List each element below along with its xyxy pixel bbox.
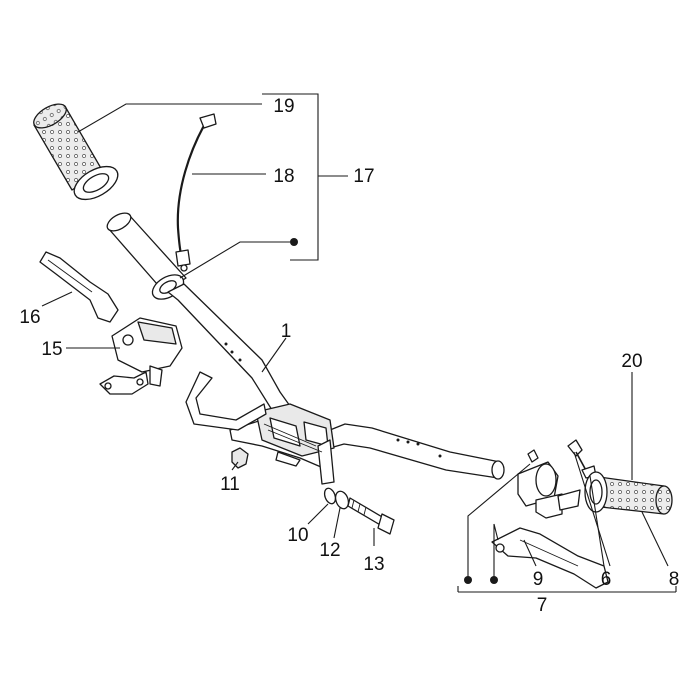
bolt [347,497,395,535]
label-1: 1 [281,321,292,342]
label-19: 19 [273,96,294,117]
callout-dot-17 [290,238,298,246]
throttle-cable [175,113,217,272]
label-18: 18 [273,166,294,187]
nut [231,447,249,469]
label-12: 12 [319,540,340,561]
handlebar [167,283,505,480]
cylinder-clamp [99,371,149,395]
label-13: 13 [363,554,384,575]
label-8: 8 [669,569,680,590]
throttle-tube [106,212,187,300]
bent-rod [185,371,267,431]
master-cylinder [111,317,183,387]
right-grip [584,471,673,515]
right-lever-bracket [517,461,581,519]
label-9: 9 [533,569,544,590]
label-15: 15 [41,339,62,360]
label-7: 7 [537,595,548,616]
label-17: 17 [353,166,374,187]
left-grip [33,103,119,201]
label-6: 6 [601,569,612,590]
leader-lines [41,93,677,593]
label-10: 10 [287,525,308,546]
label-11: 11 [220,474,240,495]
label-20: 20 [621,351,642,372]
washers [323,487,350,510]
left-brake-lever [39,251,119,323]
label-16: 16 [19,307,40,328]
callout-dot-7b [490,576,498,584]
callout-dot-7a [464,576,472,584]
handlebar-clamp [229,403,335,485]
right-brake-lever [491,527,609,589]
